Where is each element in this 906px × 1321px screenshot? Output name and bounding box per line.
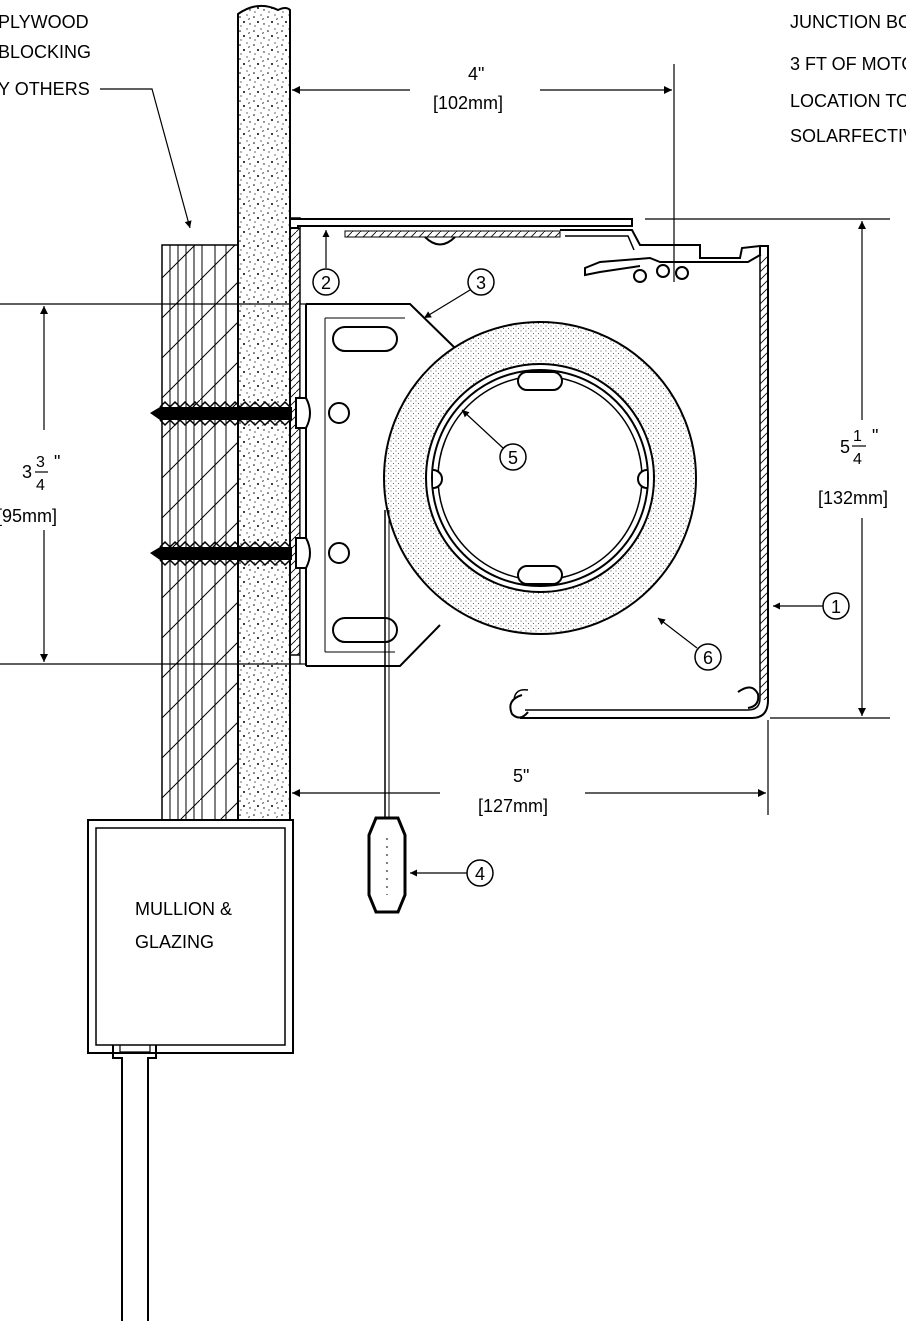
dimension-right-height: 5 1 4 " [132mm]	[645, 218, 890, 719]
plywood-note-line3: BY OTHERS	[0, 79, 90, 99]
headrail-cassette	[289, 218, 769, 719]
dim-left-whole: 3	[22, 462, 32, 482]
callout-6: 6	[657, 617, 722, 671]
screw-upper	[150, 397, 311, 429]
plywood-note-line1: PLYWOOD	[0, 12, 89, 32]
callout-1: 1	[773, 592, 850, 620]
svg-text:6: 6	[703, 648, 713, 668]
plywood-note-line2: BLOCKING	[0, 42, 91, 62]
mullion-label-line1: MULLION &	[135, 899, 232, 919]
callout-2: 2	[312, 230, 340, 296]
dim-right-whole: 5	[840, 437, 850, 457]
screw-lower	[150, 537, 311, 569]
callout-3: 3	[423, 268, 495, 319]
mullion-glazing: MULLION & GLAZING	[87, 819, 294, 1321]
dim-right-num: 1	[853, 428, 862, 445]
svg-text:": "	[54, 452, 60, 472]
bead-chain	[367, 510, 407, 914]
dim-top-imperial: 4"	[468, 64, 484, 84]
dim-bottom-imperial: 5"	[513, 766, 529, 786]
callout-4: 4	[410, 859, 494, 887]
dim-left-den: 4	[36, 477, 45, 494]
dimension-bottom-width: 5" [127mm]	[292, 720, 769, 816]
junction-note-line4: SOLARFECTIVE	[790, 126, 906, 146]
svg-text:": "	[872, 426, 878, 446]
dimension-top-width: 4" [102mm]	[292, 64, 675, 282]
dim-bottom-metric: [127mm]	[478, 796, 548, 816]
dim-right-den: 4	[853, 451, 862, 468]
plywood-blocking	[161, 244, 239, 821]
svg-text:2: 2	[321, 273, 331, 293]
roller-tube	[431, 369, 649, 587]
junction-note: JUNCTION BOX 3 FT OF MOTOR LOCATION TO B…	[790, 12, 906, 146]
dim-top-metric: [102mm]	[433, 93, 503, 113]
junction-note-line2: 3 FT OF MOTOR	[790, 54, 906, 74]
callout-5: 5	[461, 409, 527, 471]
svg-text:5: 5	[508, 448, 518, 468]
svg-text:4: 4	[475, 864, 485, 884]
dim-left-num: 3	[36, 454, 45, 471]
mullion-label-line2: GLAZING	[135, 932, 214, 952]
junction-note-line1: JUNCTION BOX	[790, 12, 906, 32]
dim-right-metric: [132mm]	[818, 488, 888, 508]
plywood-note: PLYWOOD BLOCKING BY OTHERS	[0, 12, 192, 229]
dim-left-metric: [95mm]	[0, 506, 57, 526]
svg-text:1: 1	[831, 597, 841, 617]
mounting-bracket	[289, 217, 456, 667]
dimension-left-height: 3 3 4 " [95mm]	[0, 303, 300, 665]
svg-text:3: 3	[476, 273, 486, 293]
junction-note-line3: LOCATION TO BE	[790, 91, 906, 111]
